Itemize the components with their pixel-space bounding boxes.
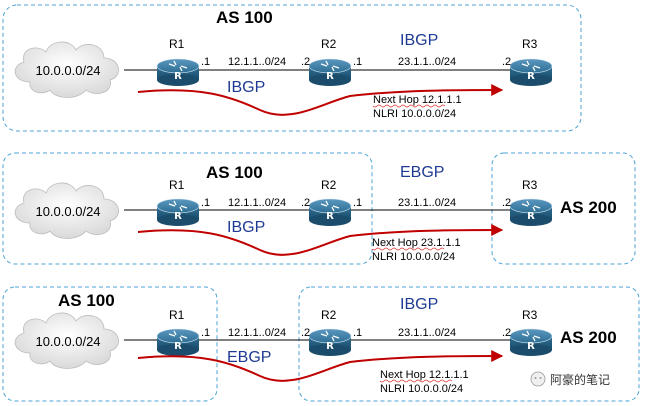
- interface-label: .2: [502, 197, 511, 209]
- scenario-3: AS 100 AS 200 10.0.0.0/24 R1 R2 R3 .1 12…: [2, 286, 640, 402]
- cloud-label: 10.0.0.0/24: [35, 63, 100, 78]
- router-icon: [308, 328, 352, 357]
- router-icon: [509, 198, 553, 227]
- nlri-label: NLRI 10.0.0.0/24: [372, 251, 455, 263]
- interface-label: .1: [201, 327, 210, 339]
- session-label: IBGP: [227, 219, 265, 236]
- as-label: AS 100: [216, 8, 273, 27]
- watermark-text: 阿豪的笔记: [550, 372, 610, 387]
- router-name: R3: [522, 37, 538, 51]
- router-name: R1: [169, 37, 185, 51]
- spellcheck-underline: [379, 379, 453, 383]
- as-100-box: [2, 4, 582, 132]
- interface-label: .1: [353, 56, 362, 68]
- interface-label: .1: [201, 56, 210, 68]
- router-icon: [156, 58, 200, 87]
- update-arrow: [137, 224, 504, 256]
- router-name: R2: [321, 308, 337, 322]
- spellcheck-underline: [371, 247, 445, 251]
- as-200-box: [298, 286, 640, 402]
- session-label: IBGP: [400, 32, 438, 49]
- interface-label: .1: [201, 197, 210, 209]
- as-label: AS 200: [560, 198, 617, 217]
- cloud-label: 10.0.0.0/24: [35, 204, 100, 219]
- scenario-2: AS 100 AS 200 10.0.0.0/24 R1 R2 R3 .1 12…: [2, 152, 636, 265]
- session-label: EBGP: [227, 349, 271, 366]
- update-arrow: [137, 350, 504, 382]
- router-name: R3: [522, 178, 538, 192]
- interface-label: .2: [502, 327, 511, 339]
- wechat-icon: [530, 371, 546, 387]
- session-label: IBGP: [400, 296, 438, 313]
- as-200-box: [491, 152, 636, 265]
- interface-label: .2: [301, 56, 310, 68]
- link-subnet: 23.1.1..0/24: [398, 327, 456, 339]
- as-100-box: [2, 152, 373, 265]
- next-hop-label: Next Hop 23.1.1.1: [372, 237, 461, 249]
- link-subnet: 23.1.1..0/24: [398, 197, 456, 209]
- link-subnet: 12.1.1..0/24: [228, 197, 286, 209]
- spellcheck-underline: [372, 104, 446, 108]
- interface-label: .2: [301, 327, 310, 339]
- router-name: R2: [321, 178, 337, 192]
- nlri-label: NLRI 10.0.0.0/24: [380, 383, 463, 395]
- link-subnet: 23.1.1..0/24: [398, 56, 456, 68]
- next-hop-label: Next Hop 12.1.1.1: [373, 94, 462, 106]
- session-label: IBGP: [227, 79, 265, 96]
- as-label: AS 100: [206, 163, 263, 182]
- update-arrow: [137, 84, 504, 116]
- interface-label: .1: [353, 327, 362, 339]
- link-subnet: 12.1.1..0/24: [228, 56, 286, 68]
- router-name: R1: [169, 308, 185, 322]
- router-icon: [509, 58, 553, 87]
- session-label: EBGP: [400, 164, 444, 181]
- router-icon: [156, 328, 200, 357]
- scenario-1: AS 100 10.0.0.0/24 R1 R2 R3 .1 12.1.1..0…: [2, 4, 582, 132]
- router-icon: [308, 198, 352, 227]
- cloud-label: 10.0.0.0/24: [35, 334, 100, 349]
- router-icon: [308, 58, 352, 87]
- interface-label: .2: [301, 197, 310, 209]
- as-100-box: [2, 286, 218, 402]
- interface-label: .1: [353, 197, 362, 209]
- router-name: R3: [522, 308, 538, 322]
- next-hop-label: Next Hop 12.1.1.1: [380, 369, 469, 381]
- router-icon: [156, 198, 200, 227]
- link-subnet: 12.1.1..0/24: [228, 327, 286, 339]
- router-icon: [509, 328, 553, 357]
- interface-label: .2: [502, 56, 511, 68]
- router-name: R2: [321, 37, 337, 51]
- as-label: AS 200: [560, 328, 617, 347]
- watermark: 阿豪的笔记: [530, 371, 610, 387]
- as-label: AS 100: [58, 291, 115, 310]
- router-name: R1: [169, 178, 185, 192]
- nlri-label: NLRI 10.0.0.0/24: [373, 108, 456, 120]
